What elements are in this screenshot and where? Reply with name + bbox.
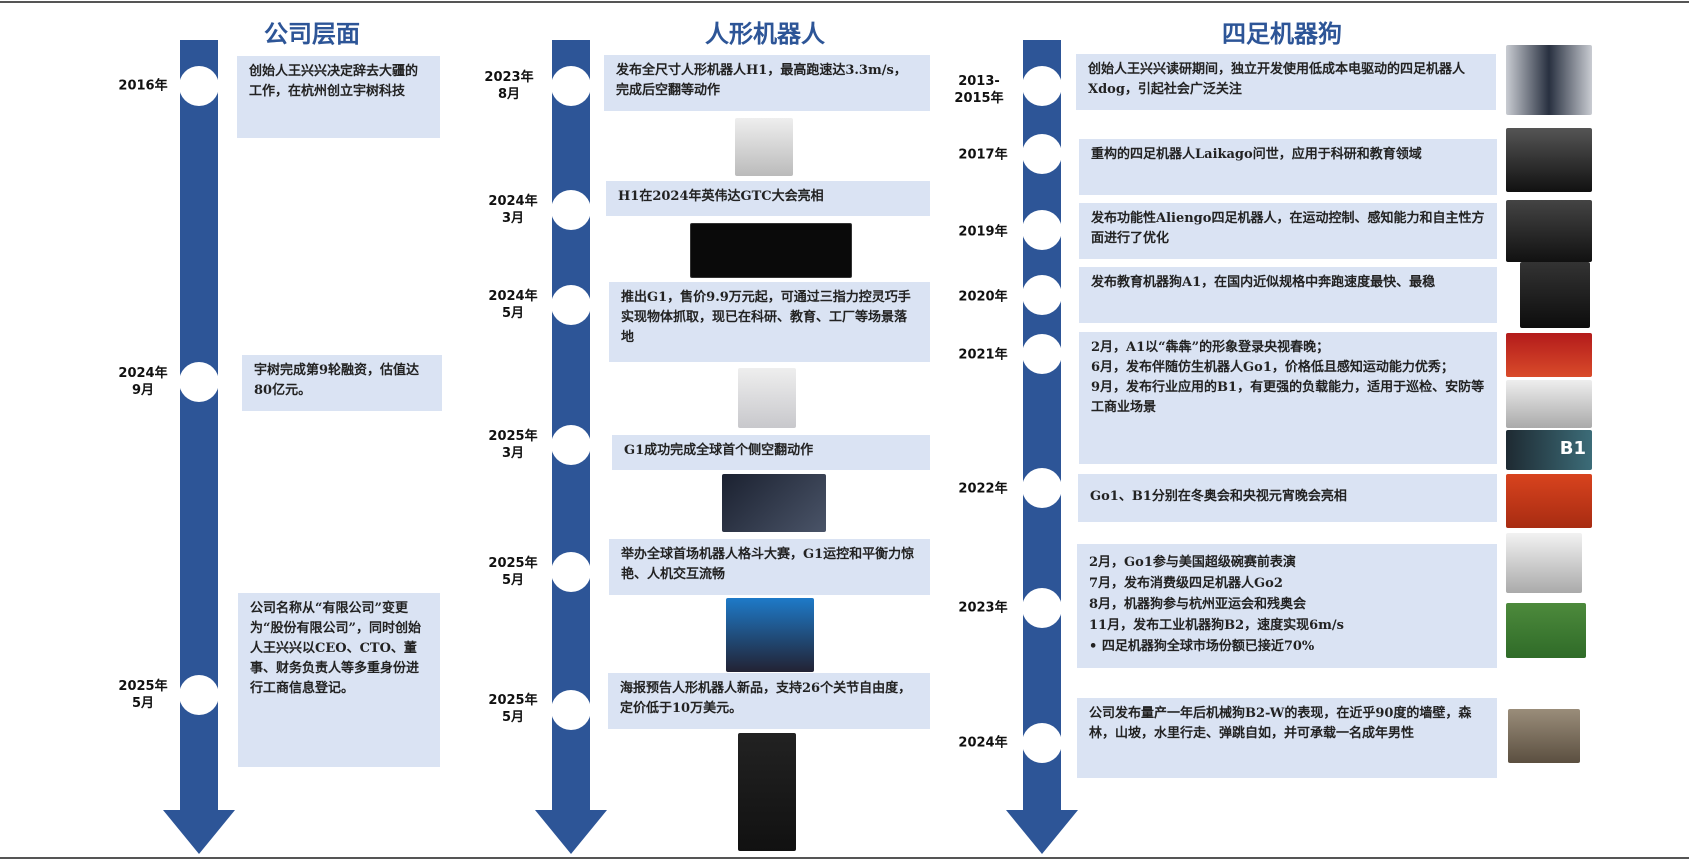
event-text: 2月，Go1参与美国超级碗赛前表演 7月，发布消费级四足机器人Go2 8月，机器… bbox=[1089, 555, 1344, 654]
event-card: 2月，Go1参与美国超级碗赛前表演 7月，发布消费级四足机器人Go2 8月，机器… bbox=[1077, 544, 1497, 668]
top-rule bbox=[0, 1, 1689, 3]
event-text: G1成功完成全球首个侧空翻动作 bbox=[624, 443, 814, 458]
timeline-node bbox=[1022, 334, 1062, 374]
timeline-node bbox=[1022, 588, 1062, 628]
timeline-node bbox=[551, 690, 591, 730]
event-card: 宇树完成第9轮融资，估值达80亿元。 bbox=[242, 355, 442, 411]
event-text: 发布功能性Aliengo四足机器人，在运动控制、感知能力和自主性方面进行了优化 bbox=[1091, 211, 1485, 246]
event-date: 2022年 bbox=[958, 481, 1008, 497]
timeline-node bbox=[551, 425, 591, 465]
event-date: 2024年 9月 bbox=[118, 366, 168, 398]
event-text: 公司发布量产一年后机械狗B2-W的表现，在近乎90度的墙壁，森林，山坡，水里行走… bbox=[1089, 706, 1472, 741]
event-card: 发布全尺寸人形机器人H1，最高跑速达3.3m/s，完成后空翻等动作 bbox=[604, 55, 930, 111]
event-date: 2017年 bbox=[958, 147, 1008, 163]
event-text: H1在2024年英伟达GTC大会亮相 bbox=[618, 189, 824, 204]
event-text: 海报预告人形机器人新品，支持26个关节自由度，定价低于10万美元。 bbox=[620, 681, 912, 716]
event-date: 2019年 bbox=[958, 224, 1008, 240]
event-card: 发布功能性Aliengo四足机器人，在运动控制、感知能力和自主性方面进行了优化 bbox=[1079, 203, 1497, 259]
timeline-node bbox=[1022, 723, 1062, 763]
a1-image bbox=[1520, 262, 1590, 328]
event-card: 重构的四足机器人Laikago问世，应用于科研和教育领域 bbox=[1079, 139, 1497, 195]
column-title-company: 公司层面 bbox=[264, 20, 360, 48]
column-title-quadruped: 四足机器狗 bbox=[1222, 20, 1342, 48]
timeline-node bbox=[551, 66, 591, 106]
event-date: 2024年 bbox=[958, 735, 1008, 751]
event-text: 举办全球首场机器人格斗大赛，G1运控和平衡力惊艳、人机交互流畅 bbox=[621, 547, 915, 582]
aliengo-image bbox=[1506, 200, 1592, 262]
column-title-humanoid: 人形机器人 bbox=[705, 20, 825, 48]
event-card: H1在2024年英伟达GTC大会亮相 bbox=[606, 181, 930, 216]
event-card: 发布教育机器狗A1，在国内近似规格中奔跑速度最快、最稳 bbox=[1079, 267, 1497, 323]
event-text: 发布全尺寸人形机器人H1，最高跑速达3.3m/s，完成后空翻等动作 bbox=[616, 63, 907, 98]
b1-label: B1 bbox=[1559, 438, 1586, 459]
event-text: 发布教育机器狗A1，在国内近似规格中奔跑速度最快、最稳 bbox=[1091, 275, 1436, 290]
event-date: 2025年 5月 bbox=[118, 679, 168, 711]
robot-fight-image bbox=[726, 598, 814, 672]
event-text: Go1、B1分别在冬奥会和央视元宵晚会亮相 bbox=[1090, 489, 1347, 504]
arrow-down-icon bbox=[535, 810, 607, 854]
timeline-node bbox=[1022, 468, 1062, 508]
event-text: 公司名称从“有限公司”变更为“股份有限公司”，同时创始人王兴兴以CEO、CTO、… bbox=[250, 601, 421, 696]
event-date: 2024年 3月 bbox=[488, 194, 538, 226]
timeline-node bbox=[551, 190, 591, 230]
timeline-node bbox=[1022, 275, 1062, 315]
event-date: 2021年 bbox=[958, 347, 1008, 363]
asian-games-image bbox=[1506, 603, 1586, 658]
event-text: 创始人王兴兴读研期间，独立开发使用低成本电驱动的四足机器人Xdog，引起社会广泛… bbox=[1088, 62, 1466, 97]
event-text: 宇树完成第9轮融资，估值达80亿元。 bbox=[254, 363, 420, 398]
event-date: 2020年 bbox=[958, 289, 1008, 305]
gtc-stage-image bbox=[690, 223, 852, 278]
side-flip-image bbox=[722, 474, 826, 532]
winter-olympics-image bbox=[1506, 474, 1592, 528]
event-card: 举办全球首场机器人格斗大赛，G1运控和平衡力惊艳、人机交互流畅 bbox=[609, 539, 930, 595]
event-date: 2025年 5月 bbox=[488, 693, 538, 725]
timeline-node bbox=[179, 66, 219, 106]
b1-image: B1 bbox=[1506, 430, 1592, 470]
event-date: 2023年 8月 bbox=[484, 70, 534, 102]
founder-photo bbox=[1506, 45, 1592, 115]
timeline-node bbox=[1022, 210, 1062, 250]
event-card: 2月，A1以“犇犇”的形象登录央视春晚； 6月，发布伴随仿生机器人Go1，价格低… bbox=[1079, 332, 1497, 464]
spring-gala-image bbox=[1506, 333, 1592, 377]
event-text: 推出G1，售价9.9万元起，可通过三指力控灵巧手实现物体抓取，现已在科研、教育、… bbox=[621, 290, 911, 345]
event-date: 2023年 bbox=[958, 600, 1008, 616]
event-card: 创始人王兴兴决定辞去大疆的工作，在杭州创立宇树科技 bbox=[237, 56, 440, 138]
event-date: 2013- 2015年 bbox=[954, 74, 1004, 106]
humanoid-g1-image bbox=[738, 368, 796, 428]
timeline-node bbox=[179, 362, 219, 402]
event-card: 公司名称从“有限公司”变更为“股份有限公司”，同时创始人王兴兴以CEO、CTO、… bbox=[238, 593, 440, 767]
event-card: 推出G1，售价9.9万元起，可通过三指力控灵巧手实现物体抓取，现已在科研、教育、… bbox=[609, 282, 930, 362]
event-date: 2024年 5月 bbox=[488, 289, 538, 321]
event-text: 创始人王兴兴决定辞去大疆的工作，在杭州创立宇树科技 bbox=[249, 64, 419, 99]
event-card: 公司发布量产一年后机械狗B2-W的表现，在近乎90度的墙壁，森林，山坡，水里行走… bbox=[1077, 698, 1497, 778]
b2w-image bbox=[1508, 709, 1580, 763]
go2-image bbox=[1506, 533, 1582, 593]
event-text: 2月，A1以“犇犇”的形象登录央视春晚； 6月，发布伴随仿生机器人Go1，价格低… bbox=[1091, 340, 1485, 415]
event-text: 重构的四足机器人Laikago问世，应用于科研和教育领域 bbox=[1091, 147, 1422, 162]
event-date: 2025年 3月 bbox=[488, 429, 538, 461]
timeline-node bbox=[551, 552, 591, 592]
event-card: Go1、B1分别在冬奥会和央视元宵晚会亮相 bbox=[1078, 474, 1497, 522]
laikago-image bbox=[1506, 128, 1592, 192]
event-card: G1成功完成全球首个侧空翻动作 bbox=[612, 435, 930, 470]
arrow-down-icon bbox=[163, 810, 235, 854]
event-card: 创始人王兴兴读研期间，独立开发使用低成本电驱动的四足机器人Xdog，引起社会广泛… bbox=[1076, 54, 1496, 110]
new-humanoid-poster-image bbox=[738, 733, 796, 851]
timeline-node bbox=[551, 285, 591, 325]
event-card: 海报预告人形机器人新品，支持26个关节自由度，定价低于10万美元。 bbox=[608, 673, 930, 729]
go1-image bbox=[1506, 380, 1592, 428]
bottom-rule bbox=[0, 857, 1689, 859]
humanoid-h1-image bbox=[735, 118, 793, 176]
event-date: 2016年 bbox=[118, 78, 168, 94]
timeline-node bbox=[1022, 134, 1062, 174]
event-date: 2025年 5月 bbox=[488, 556, 538, 588]
timeline-node bbox=[1022, 66, 1062, 106]
timeline-node bbox=[179, 675, 219, 715]
arrow-down-icon bbox=[1006, 810, 1078, 854]
